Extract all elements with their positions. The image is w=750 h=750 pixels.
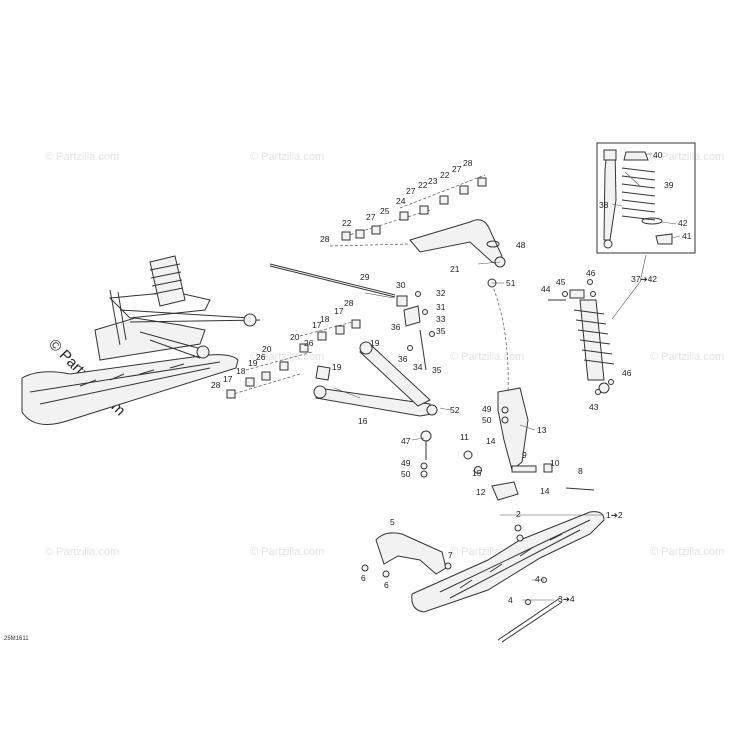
leader-lines: [333, 153, 681, 601]
callout-33: 33: [436, 314, 446, 324]
callout-21: 21: [450, 264, 460, 274]
callout-14: 14: [540, 486, 550, 496]
callout-4: 4: [508, 595, 513, 605]
callout-52: 52: [450, 405, 460, 415]
callout-16: 16: [358, 416, 368, 426]
watermark: © Partzilla.com: [250, 546, 324, 558]
watermark: © Partzilla.com: [45, 546, 119, 558]
callout-43: 43: [589, 402, 599, 412]
callout-5: 5: [390, 517, 395, 527]
callout-8: 8: [578, 466, 583, 476]
callout-4: 4: [535, 574, 540, 584]
callout-19: 19: [332, 362, 342, 372]
callout-labels: 1➔2 2 3➔4 4 4 5 6 6 7 8 9 10 11 12 13 14…: [211, 150, 692, 605]
callout-31: 31: [436, 302, 446, 312]
upper-a-arm-group: [329, 174, 506, 268]
callout-28: 28: [211, 380, 221, 390]
shock-detail-box: [596, 142, 696, 254]
watermark: © Partzilla.com: [650, 351, 724, 363]
callout-arrow-37-42: 37➔42: [631, 274, 657, 284]
watermark: © Partzilla.com: [250, 151, 324, 163]
lower-a-arm-group: [226, 319, 438, 478]
callout-9: 9: [522, 450, 527, 460]
callout-32: 32: [436, 288, 446, 298]
callout-49: 49: [401, 458, 411, 468]
callout-39: 39: [664, 180, 674, 190]
callout-46: 46: [586, 268, 596, 278]
callout-18: 18: [320, 314, 330, 324]
callout-arrow-3-4: 3➔4: [558, 594, 575, 604]
callout-13: 13: [537, 425, 547, 435]
callout-27: 27: [366, 212, 376, 222]
callout-28: 28: [320, 234, 330, 244]
callout-50: 50: [401, 469, 411, 479]
diagram-code: 25M1611: [4, 636, 29, 642]
callout-6: 6: [384, 580, 389, 590]
callout-24: 24: [396, 196, 406, 206]
callout-18: 18: [236, 366, 246, 376]
callout-27: 27: [406, 186, 416, 196]
spindle-group: [463, 278, 595, 501]
callout-29: 29: [360, 272, 370, 282]
callout-10: 10: [550, 458, 560, 468]
callout-25: 25: [380, 206, 390, 216]
watermark: © Partzilla.com: [650, 151, 724, 163]
callout-42: 42: [678, 218, 688, 228]
callout-19: 19: [370, 338, 380, 348]
callout-17: 17: [223, 374, 233, 384]
callout-17: 17: [334, 306, 344, 316]
callout-48: 48: [516, 240, 526, 250]
shock-absorber-group: [548, 279, 615, 395]
callout-47: 47: [401, 436, 411, 446]
callout-45: 45: [556, 277, 566, 287]
callout-36: 36: [391, 322, 401, 332]
callout-49: 49: [482, 404, 492, 414]
callout-22: 22: [418, 180, 428, 190]
watermark: © Partzilla.com: [450, 351, 524, 363]
callout-arrow-1-2: 1➔2: [606, 510, 623, 520]
callout-6: 6: [361, 573, 366, 583]
callout-22: 22: [342, 218, 352, 228]
assembled-ski-suspension: [21, 255, 261, 425]
callout-40: 40: [653, 150, 663, 160]
callout-38: 38: [599, 200, 609, 210]
callout-7: 7: [448, 550, 453, 560]
callout-26: 26: [256, 352, 266, 362]
callout-36: 36: [398, 354, 408, 364]
watermark: © Partzilla.com: [650, 546, 724, 558]
callout-28: 28: [344, 298, 354, 308]
callout-11: 11: [460, 432, 469, 442]
callout-17: 17: [312, 320, 322, 330]
callout-46: 46: [622, 368, 632, 378]
callout-19: 19: [248, 358, 258, 368]
callout-41: 41: [682, 231, 692, 241]
callout-2: 2: [516, 509, 521, 519]
ski-group: [361, 511, 605, 643]
callout-28: 28: [463, 158, 473, 168]
callout-20: 20: [262, 344, 272, 354]
callout-35: 35: [436, 326, 446, 336]
callout-50: 50: [482, 415, 492, 425]
callout-27: 27: [452, 164, 462, 174]
callout-20: 20: [290, 332, 300, 342]
callout-23: 23: [428, 176, 438, 186]
callout-35: 35: [432, 365, 442, 375]
callout-34: 34: [413, 362, 423, 372]
callout-44: 44: [541, 284, 551, 294]
callout-26: 26: [304, 338, 314, 348]
callout-30: 30: [396, 280, 406, 290]
sway-bar-group: [269, 263, 435, 371]
callout-51: 51: [506, 278, 516, 288]
callout-22: 22: [440, 170, 450, 180]
watermark: © Partzilla.com: [45, 151, 119, 163]
callout-15: 15: [472, 468, 482, 478]
callout-14: 14: [486, 436, 496, 446]
callout-12: 12: [476, 487, 486, 497]
